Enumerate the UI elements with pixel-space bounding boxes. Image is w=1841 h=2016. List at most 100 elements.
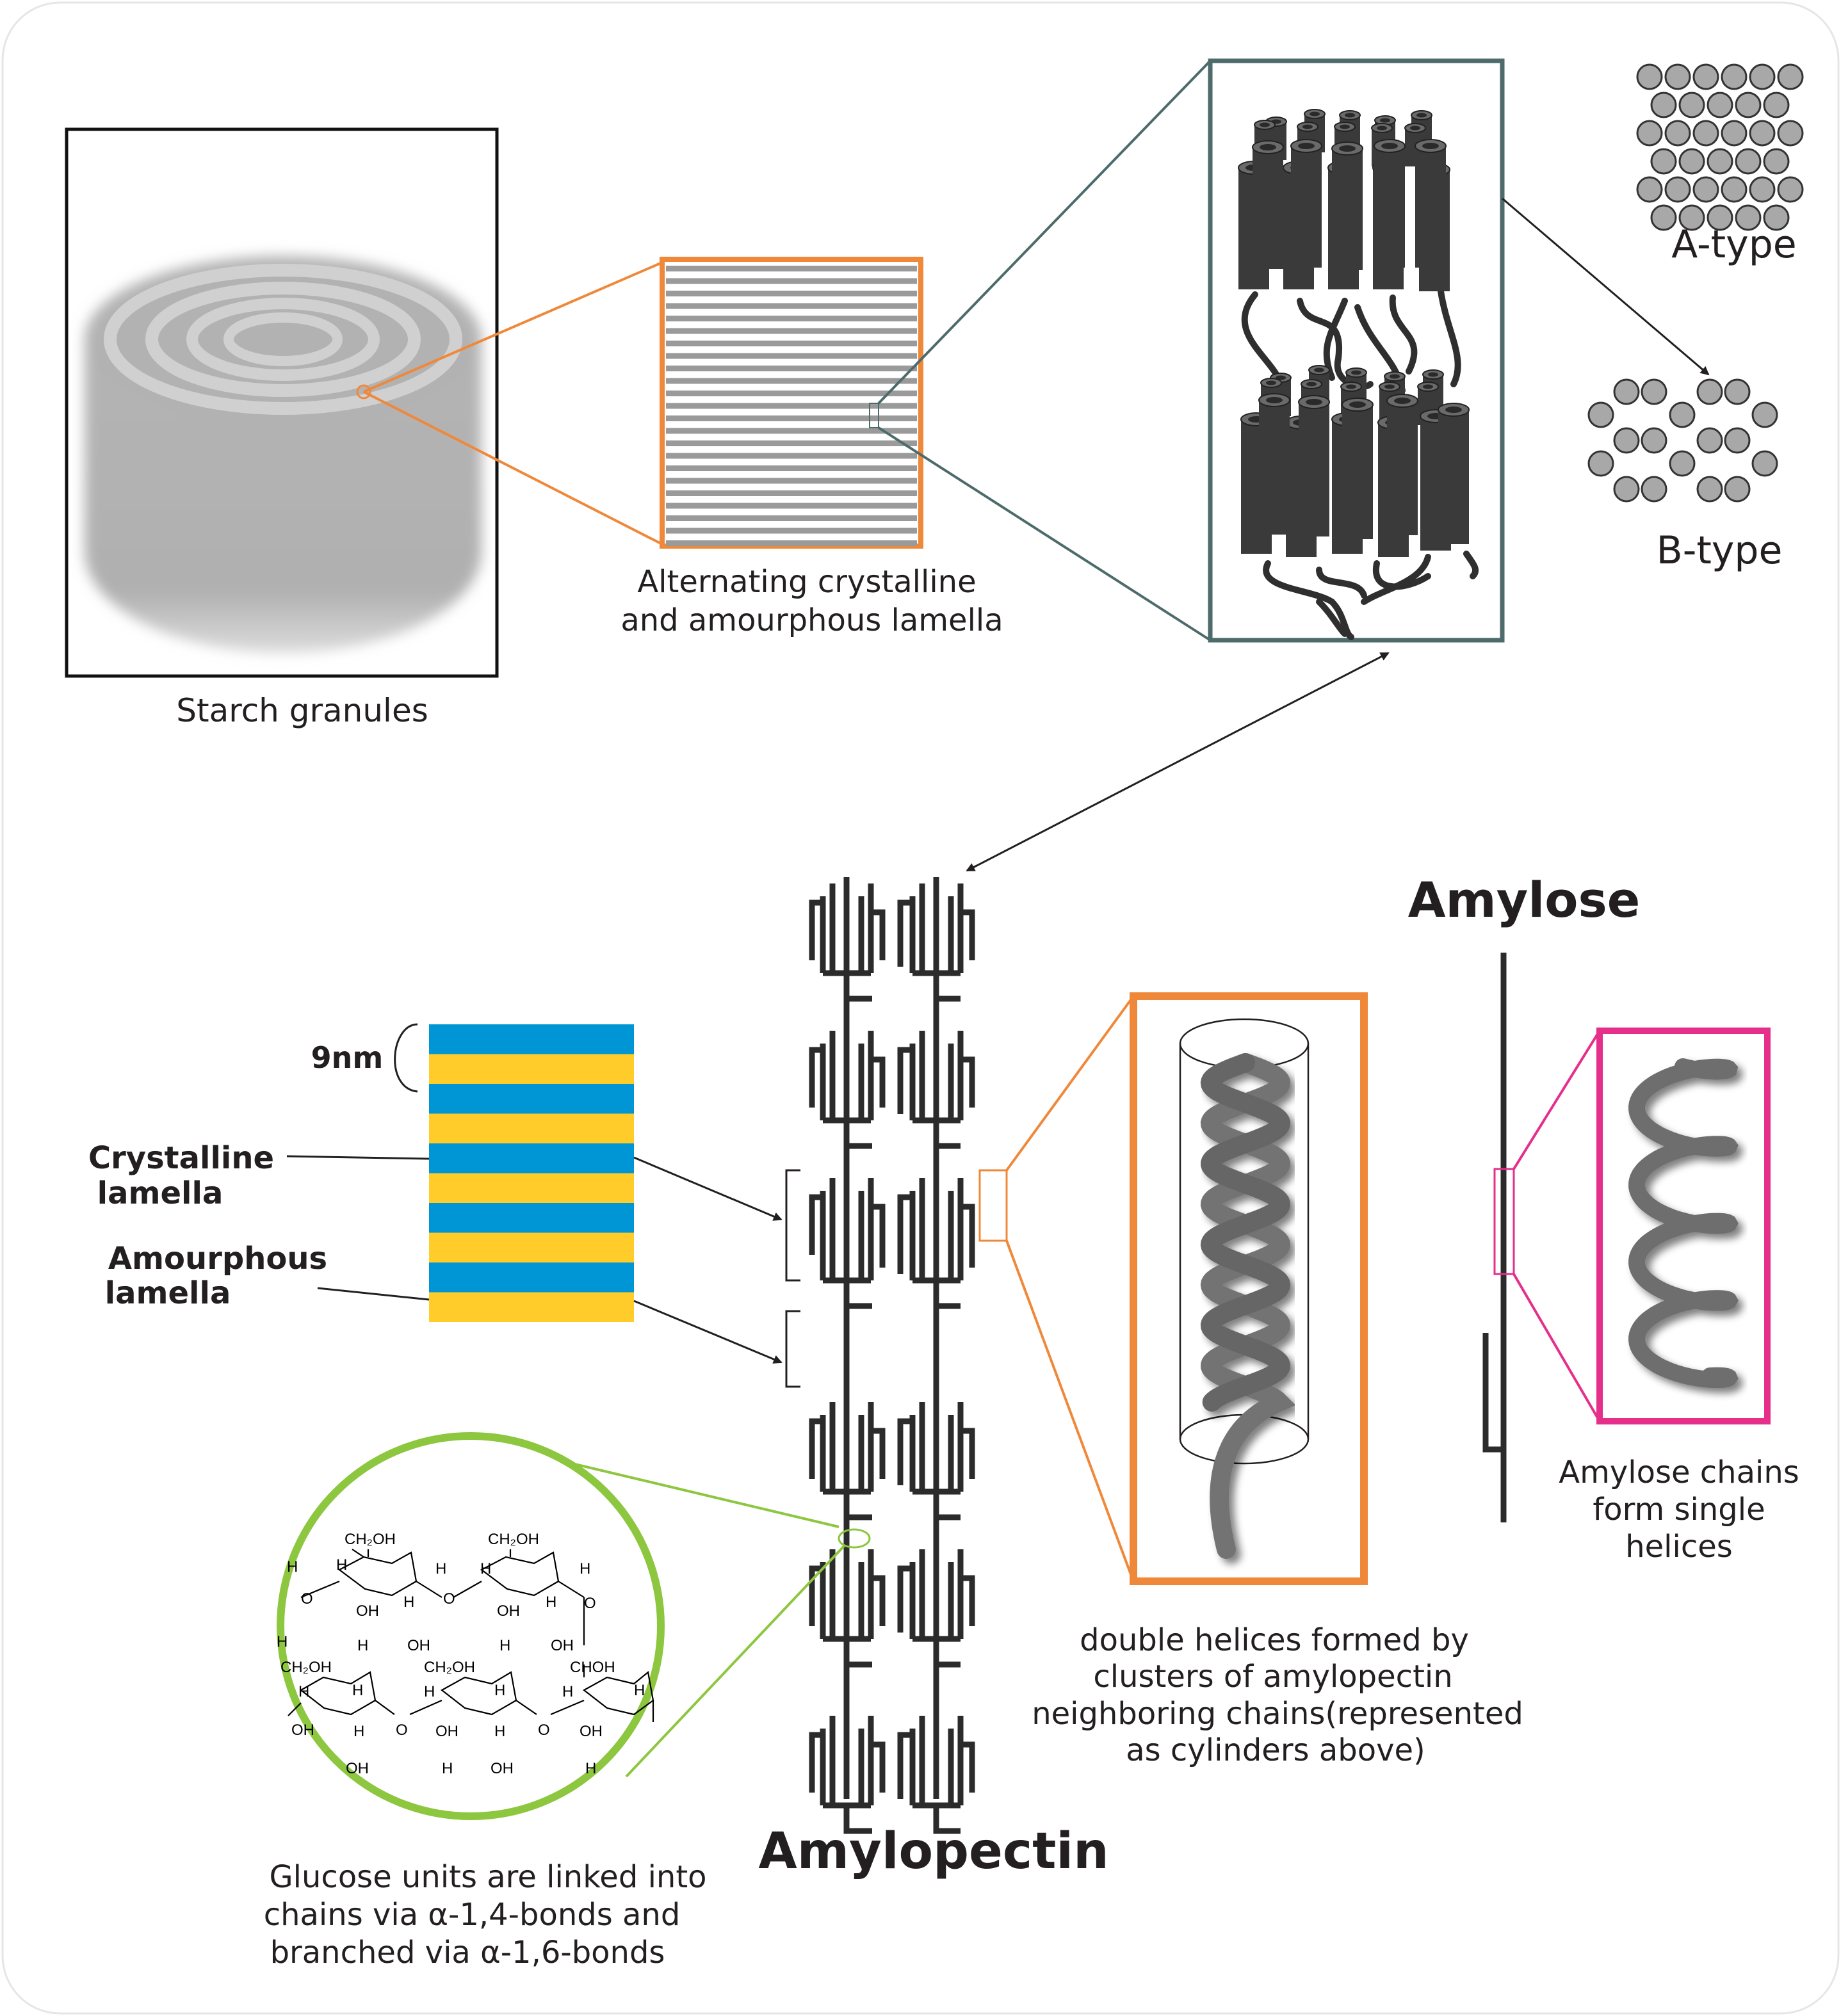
lamella-caption-2: and amourphous lamella <box>620 602 1003 638</box>
lamella-stripe <box>666 278 917 284</box>
double-helix-box <box>1130 992 1368 1585</box>
nine-nm-bracket <box>394 1023 418 1093</box>
zoom-line-amylose-bottom <box>1513 1273 1601 1423</box>
cylinder <box>1415 139 1447 268</box>
zoom-line-lamella-top <box>877 60 1212 405</box>
helix-circle <box>1777 120 1804 147</box>
b-type-packing <box>1587 378 1778 503</box>
svg-text:H: H <box>580 1560 590 1577</box>
single-helix-strand <box>1628 1058 1739 1389</box>
branch <box>897 899 912 967</box>
starch-granule-panel: Starch granules <box>65 127 499 729</box>
cylinder-hole <box>1298 143 1315 149</box>
cylinder <box>1438 403 1470 544</box>
zoom-line-lamella-bottom <box>877 426 1212 641</box>
glucose-caption-2: chains via α-1,4-bonds and <box>264 1897 681 1933</box>
helix-circle <box>1613 378 1640 405</box>
branch <box>961 909 975 960</box>
helix-circle <box>1664 120 1691 147</box>
branch <box>961 1741 975 1793</box>
arrow-amourphous <box>633 1300 783 1364</box>
branch <box>871 1204 886 1268</box>
branch <box>871 1056 886 1108</box>
svg-text:H: H <box>352 1682 363 1699</box>
helix-circle <box>1636 120 1663 147</box>
branch <box>897 1418 912 1485</box>
svg-text:CHOH: CHOH <box>570 1659 615 1676</box>
branch <box>809 1047 823 1108</box>
branch <box>809 1565 823 1626</box>
lamella-stripe <box>666 378 917 384</box>
cylinder-hole <box>1349 401 1366 408</box>
helix-circle <box>1641 427 1667 454</box>
lamella-bar <box>429 1232 634 1262</box>
branch <box>933 973 961 1002</box>
zoom-line-glucose-bottom <box>625 1545 845 1778</box>
granule-zoom-spot <box>356 384 371 399</box>
svg-text:O: O <box>301 1590 313 1608</box>
svg-text:H: H <box>442 1760 453 1777</box>
b-type-label: B-type <box>1657 528 1783 573</box>
branch <box>871 1575 886 1626</box>
helix-circle <box>1664 63 1691 90</box>
lamella-stripe <box>666 353 917 359</box>
lamella-caption-1: Alternating crystalline <box>637 564 976 600</box>
lamella-bar <box>429 1024 634 1054</box>
svg-text:OH: OH <box>551 1637 574 1654</box>
lamella-stripe <box>666 341 917 346</box>
glucose-detail-panel: CH₂OH CH₂OH H H H H H O O O OH H OH H H … <box>264 1432 707 1971</box>
amylose-chain-branch <box>1482 1333 1504 1453</box>
cylinder <box>1374 139 1406 268</box>
helix-circle <box>1749 176 1776 203</box>
branch <box>897 1194 912 1274</box>
arrow-cluster-amylopectin <box>966 652 1390 872</box>
cylinder-body <box>1259 400 1290 535</box>
amylopectin-zoom-spot <box>978 1169 1008 1242</box>
crystalline-leader <box>286 1155 430 1160</box>
zoom-line-double-helix-top <box>1005 995 1135 1172</box>
helix-circle <box>1650 92 1677 118</box>
branch <box>961 1575 975 1626</box>
lamella-stripe <box>666 391 917 396</box>
nine-nm-label: 9nm <box>311 1040 384 1075</box>
svg-text:OH: OH <box>435 1723 458 1740</box>
amylose-zoom-spot <box>1493 1168 1515 1275</box>
branch <box>809 1732 823 1793</box>
svg-text:H: H <box>287 1558 298 1576</box>
svg-text:H: H <box>480 1560 491 1577</box>
amylopectin-structure: Amylopectin <box>758 877 1109 1880</box>
svg-text:OH: OH <box>356 1602 379 1620</box>
branch <box>871 1428 886 1479</box>
lamella-stripe <box>666 540 917 546</box>
svg-text:OH: OH <box>497 1602 520 1620</box>
double-helix-caption-1: double helices formed by <box>1080 1622 1469 1658</box>
lamella-bar <box>429 1143 634 1173</box>
branch <box>843 1805 872 1834</box>
lamella-stripe <box>666 453 917 459</box>
lamella-stripe <box>666 428 917 434</box>
svg-text:O: O <box>538 1722 550 1739</box>
svg-text:O: O <box>396 1722 408 1739</box>
cylinder-body <box>1374 146 1405 268</box>
branch <box>897 1732 912 1799</box>
cylinder-hole <box>1260 144 1276 150</box>
helix-circle <box>1692 120 1719 147</box>
svg-text:OH: OH <box>580 1723 603 1740</box>
svg-text:H: H <box>634 1682 645 1699</box>
amylose-structure: Amylose Amylose chains form single helic… <box>1408 871 1799 1565</box>
branch <box>897 1565 912 1633</box>
crystalline-label-1: Crystalline <box>88 1140 274 1176</box>
amourphous-leader <box>317 1287 430 1301</box>
branch <box>809 1418 823 1479</box>
svg-text:H: H <box>277 1633 288 1650</box>
svg-text:H: H <box>546 1593 556 1611</box>
branch <box>843 1639 872 1668</box>
helix-circle <box>1669 401 1696 428</box>
lamella-bar <box>429 1262 634 1293</box>
helix-circle <box>1751 401 1778 428</box>
double-helix-cluster-panel <box>1208 58 1505 643</box>
cylinder-hole <box>1422 143 1439 149</box>
lamella-stripe <box>666 440 917 446</box>
branch <box>933 1492 961 1520</box>
